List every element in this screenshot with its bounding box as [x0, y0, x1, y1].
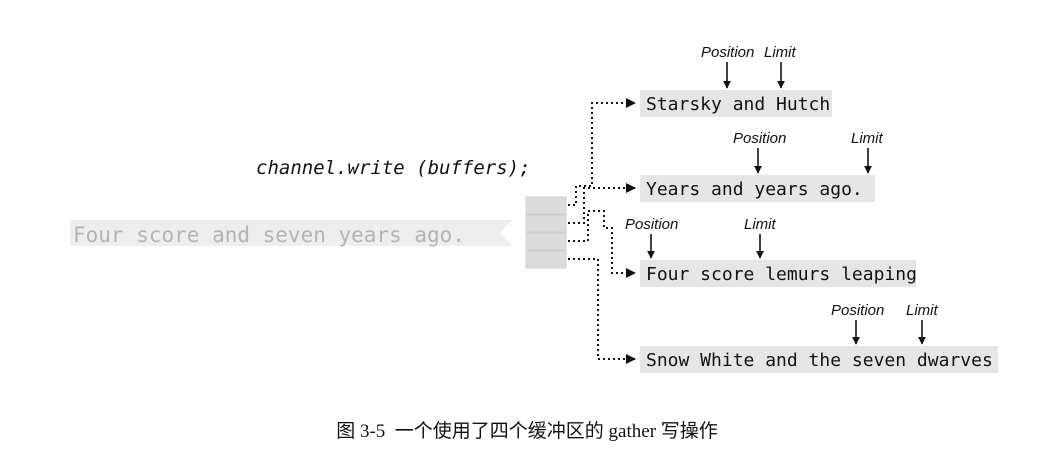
buffer-3-text: Four score lemurs leaping: [646, 264, 917, 285]
buffer-slot-3: [525, 232, 567, 251]
buffer-2-limit-label: Limit: [851, 130, 884, 147]
buffer-3-bg: [640, 260, 916, 287]
connector-4: [568, 258, 636, 364]
figure-caption: 图 3-5 一个使用了四个缓冲区的 gather 写操作: [336, 420, 718, 442]
buffer-4-position-label: Position: [831, 302, 884, 319]
buffer-4: Snow White and the seven dwarves Positio…: [640, 302, 998, 373]
buffer-2-position-label: Position: [733, 130, 786, 147]
buffer-2-bg: [640, 175, 875, 202]
buffer-3-position-label: Position: [625, 216, 678, 233]
buffer-2: Years and years ago. Position Limit: [640, 130, 884, 202]
buffer-slot-2: [525, 214, 567, 233]
buffer-1: Starsky and Hutch Position Limit: [640, 44, 832, 117]
buffer-3-limit-label: Limit: [744, 216, 777, 233]
buffer-slot-4: [525, 250, 567, 269]
code-text: channel.write (buffers);: [256, 157, 531, 179]
source-text: Four score and seven years ago.: [73, 223, 465, 247]
buffer-1-limit-label: Limit: [764, 44, 797, 61]
buffer-1-text: Starsky and Hutch: [646, 94, 830, 115]
connector-3: [568, 210, 636, 278]
connector-1: [568, 98, 636, 206]
source-strip: Four score and seven years ago.: [70, 220, 512, 247]
buffer-4-limit-label: Limit: [906, 302, 939, 319]
buffer-slot-1: [525, 196, 567, 215]
source-arrow-shape: [70, 220, 512, 246]
buffer-4-bg: [640, 346, 998, 373]
connector-2: [568, 183, 636, 224]
buffer-1-bg: [640, 90, 832, 117]
buffer-2-text: Years and years ago.: [646, 179, 863, 200]
buffers-array: [525, 196, 567, 269]
connectors: [568, 98, 636, 364]
buffer-1-position-label: Position: [701, 44, 754, 61]
buffer-4-text: Snow White and the seven dwarves: [646, 350, 993, 371]
buffer-3: Four score lemurs leaping Position Limit: [625, 216, 917, 287]
